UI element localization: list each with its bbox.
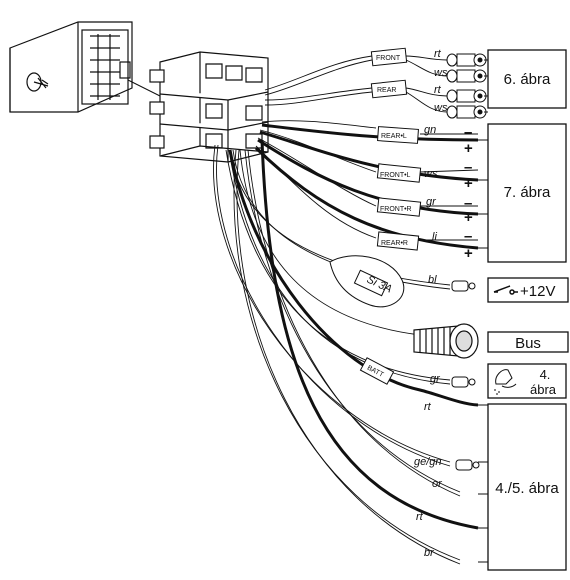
wire-label-gr1: gr: [426, 196, 437, 208]
plug-front-icon: FRONT: [370, 47, 408, 67]
polarity-plus-2: +: [464, 175, 473, 192]
plug-front-label: FRONT: [376, 55, 401, 62]
polarity-plus-4: +: [464, 245, 473, 262]
fig7-label: 7. ábra: [504, 184, 551, 201]
bl-terminal-icon: [451, 280, 476, 292]
polarity-minus-3: –: [464, 195, 472, 212]
rca-jack-icon: [446, 53, 487, 67]
plug-rear-l-label: REAR•L: [381, 133, 407, 140]
wire-label-br: br: [424, 547, 435, 559]
wire-label-rt1: rt: [424, 401, 432, 413]
polarity-minus-2: –: [464, 159, 472, 176]
gr-terminal-icon: [451, 376, 476, 388]
plug-front-l-label: FRONT•L: [380, 172, 411, 179]
wire-label-gn: gn: [424, 124, 436, 136]
plug-front-r-label: FRONT•R: [380, 206, 412, 213]
fig45-label: 4./5. ábra: [495, 480, 559, 497]
rca-jack-icon: [446, 89, 487, 103]
fig4-line1: 4.: [540, 367, 551, 382]
plug-rear-icon: REAR: [370, 79, 408, 99]
thick-wires: [228, 123, 479, 530]
wire-label-rca-ws2: ws: [434, 102, 448, 114]
rca-jack-icons: [446, 53, 487, 119]
bus-connector-icon: [413, 323, 479, 359]
plug-rear-label: REAR: [377, 87, 396, 94]
wire-label-rca-ws1: ws: [434, 67, 448, 79]
bracket-lines: [478, 59, 488, 563]
box-fig6: 6. ábra: [487, 49, 567, 109]
bus-label: Bus: [515, 335, 541, 352]
wire-label-gr2: gr: [430, 373, 441, 385]
box-fig4: 4. ábra: [487, 363, 567, 399]
plug-front-r-icon: FRONT•R: [376, 197, 422, 217]
iso-socket-icon: [81, 29, 131, 105]
wire-label-rca-rt2: rt: [434, 84, 442, 96]
fig4-line2: ábra: [530, 382, 557, 397]
polarity-plus-3: +: [464, 209, 473, 226]
plus12v-label: +12V: [520, 283, 555, 300]
ge-gn-terminal-icon: [455, 459, 480, 471]
box-plus12v: +12V: [487, 277, 569, 303]
box-fig7: 7. ábra: [487, 123, 567, 263]
plug-rear-r-label: REAR•R: [381, 240, 408, 247]
plug-rear-r-icon: REAR•R: [376, 231, 420, 251]
plug-front-l-icon: FRONT•L: [376, 163, 422, 183]
connector-block-icon: [149, 51, 269, 163]
plug-rear-l-icon: REAR•L: [377, 126, 419, 144]
polarity-minus-1: –: [464, 124, 472, 141]
wire-label-ge-gn: ge/gn: [414, 456, 442, 468]
wire-label-or: or: [432, 478, 443, 490]
ground-screw-icon: [26, 72, 49, 92]
polarity-plus-1: +: [464, 140, 473, 157]
radio-rear-panel: [9, 21, 133, 113]
wire-label-rca-rt1: rt: [434, 48, 442, 60]
wire-label-rt2: rt: [416, 511, 424, 523]
box-bus: Bus: [487, 331, 569, 353]
fuse-holder-icon: [329, 255, 405, 308]
wire-label-ws: ws: [424, 168, 438, 180]
phone-hand-icon: [494, 369, 517, 395]
rca-jack-icon: [446, 105, 487, 119]
polarity-minus-4: –: [464, 228, 472, 245]
key-switch-icon: [493, 285, 518, 295]
wire-label-bl: bl: [428, 274, 437, 286]
batt-fuse-icon: BATT: [359, 357, 395, 385]
box-fig45: 4./5. ábra: [487, 403, 567, 571]
wire-label-li: li: [432, 231, 437, 243]
rca-jack-icon: [446, 69, 487, 83]
fig6-label: 6. ábra: [504, 71, 551, 88]
